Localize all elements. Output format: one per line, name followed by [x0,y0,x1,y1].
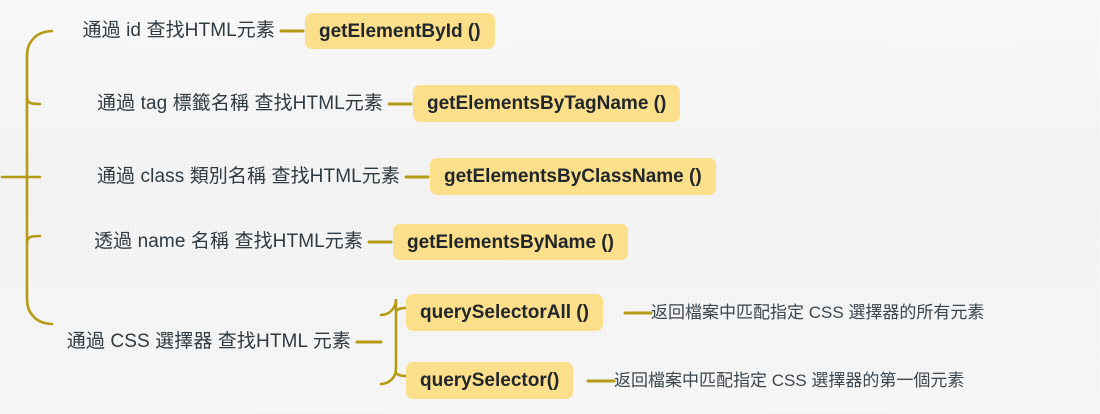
branch-label-css-selector: 通過 CSS 選擇器 查找HTML 元素 [66,331,351,352]
branch-label-id: 通過 id 查找HTML元素 [82,20,275,41]
method-pill-text: getElementsByName () [407,231,614,253]
method-pill-text: getElementsByClassName () [444,166,702,187]
branch-label-name: 透過 name 名稱 查找HTML元素 [94,231,363,252]
desc-queryselector: 返回檔案中匹配指定 CSS 選擇器的第一個元素 [614,371,965,390]
branch-label-class: 通過 class 類別名稱 查找HTML元素 [96,166,400,187]
method-pill-text: getElementsByTagName () [427,93,667,114]
sub-bracket [379,298,398,386]
branch-label-tag: 通過 tag 標籤名稱 查找HTML元素 [97,93,383,114]
sub-stub-1 [394,306,408,313]
desc-queryselectorall: 返回檔案中匹配指定 CSS 選擇器的所有元素 [651,303,985,322]
method-pill-getelementsbyclassname[interactable]: getElementsByClassName () [430,158,716,195]
method-pill-getelementbyid[interactable]: getElementById () [305,13,495,49]
method-pill-getelementsbyname[interactable]: getElementsByName () [393,224,628,260]
method-pill-queryselectorall[interactable]: querySelectorAll () [406,294,603,331]
sub-stub-2 [394,371,408,378]
method-pill-text: querySelectorAll () [420,302,589,323]
method-pill-text: getElementById () [319,20,481,42]
method-pill-queryselector[interactable]: querySelector() [406,362,574,399]
method-pill-getelementsbytagname[interactable]: getElementsByTagName () [413,85,681,122]
method-pill-text: querySelector() [420,370,560,391]
